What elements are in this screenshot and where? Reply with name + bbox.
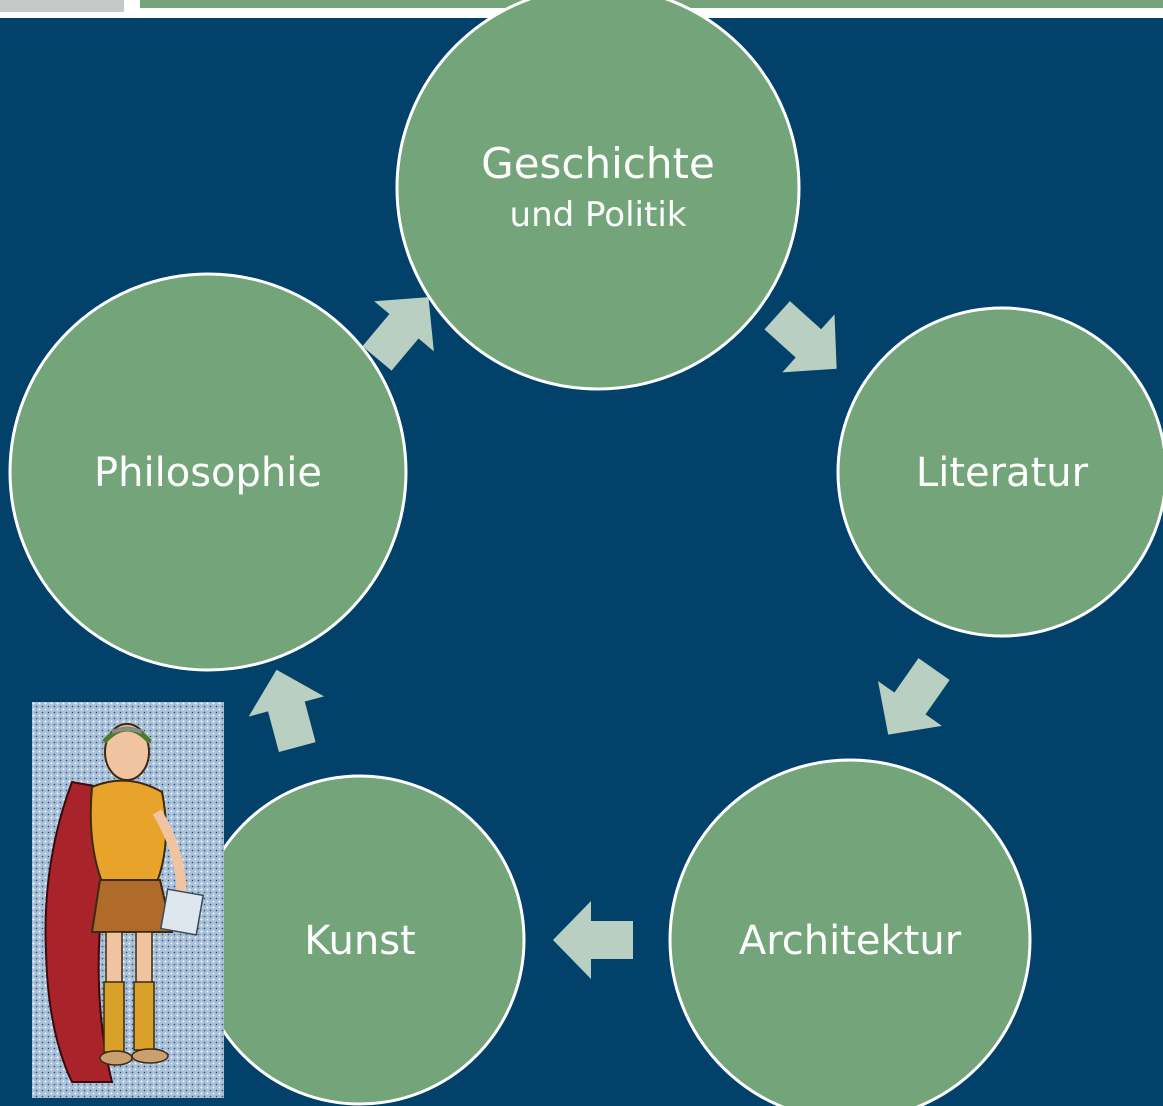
node-architektur-label: Architektur <box>739 918 962 964</box>
node-literatur-label: Literatur <box>916 450 1089 496</box>
arrow-philosophie-to-geschichte <box>362 297 434 371</box>
arrow-literatur-to-architektur <box>878 658 950 735</box>
node-literatur: Literatur <box>836 306 1163 638</box>
node-architektur: Architektur <box>668 758 1032 1106</box>
roman-figure-illustration <box>32 702 224 1098</box>
node-geschichte: Geschichte und Politik <box>395 0 801 391</box>
node-kunst: Kunst <box>194 774 526 1106</box>
node-philosophie-label: Philosophie <box>94 450 322 496</box>
arrow-geschichte-to-literatur <box>764 301 837 373</box>
node-geschichte-sublabel: und Politik <box>510 195 687 235</box>
node-kunst-label: Kunst <box>304 918 415 964</box>
arrow-architektur-to-kunst <box>553 901 633 979</box>
node-philosophie: Philosophie <box>8 272 408 672</box>
top-bar-gray-segment <box>0 0 124 12</box>
node-geschichte-label: Geschichte <box>481 139 715 188</box>
arrow-kunst-to-philosophie <box>248 669 325 752</box>
